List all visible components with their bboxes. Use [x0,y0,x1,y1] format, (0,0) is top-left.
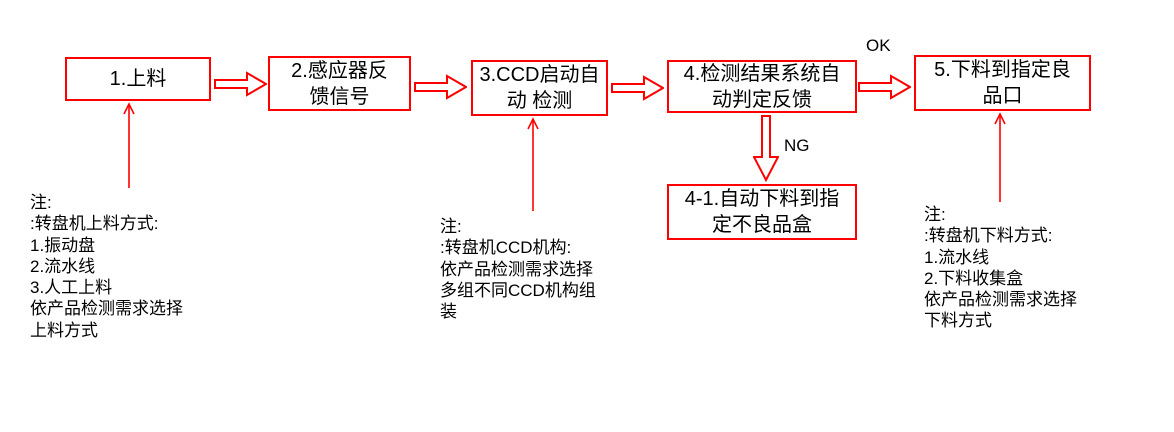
flow-box-step4-1-label: 4-1.自动下料到指 定不良品盒 [684,188,840,236]
flow-box-step2-label: 2.感应器反 馈信号 [291,59,388,108]
flow-box-step5: 5.下料到指定良 品口 [914,55,1091,111]
flow-box-step4-label: 4.检测结果系统自 动判定反馈 [683,62,841,111]
block-arrow-down-icon [753,115,779,182]
note-ccd: 注: :转盘机CCD机构: 依产品检测需求选择 多组不同CCD机构组 装 [440,217,596,321]
up-arrow-line-icon [527,117,539,211]
block-arrow-right-icon [214,71,267,97]
flow-box-step5-label: 5.下料到指定良 品口 [934,59,1071,107]
note-loading: 注: :转盘机上料方式: 1.振动盘 2.流水线 3.人工上料 依产品检测需求选… [30,193,183,340]
edge-label-ok: OK [866,36,891,55]
flow-box-step3: 3.CCD启动自 动 检测 [471,60,608,116]
flow-box-step1: 1.上料 [65,57,211,101]
note-unloading: 注: :转盘机下料方式: 1.流水线 2.下料收集盒 依产品检测需求选择 下料方… [924,205,1077,331]
flow-box-step3-label: 3.CCD启动自 动 检测 [479,64,600,112]
block-arrow-right-icon [611,75,664,101]
flow-box-step1-label: 1.上料 [109,68,167,90]
flow-box-step2: 2.感应器反 馈信号 [268,56,411,111]
block-arrow-right-icon [858,74,911,100]
block-arrow-right-icon [414,74,467,100]
flow-box-step4-1: 4-1.自动下料到指 定不良品盒 [667,184,857,240]
edge-label-ng: NG [784,136,810,155]
flow-box-step4: 4.检测结果系统自 动判定反馈 [667,60,857,113]
up-arrow-line-icon [994,112,1006,202]
up-arrow-line-icon [123,102,135,188]
